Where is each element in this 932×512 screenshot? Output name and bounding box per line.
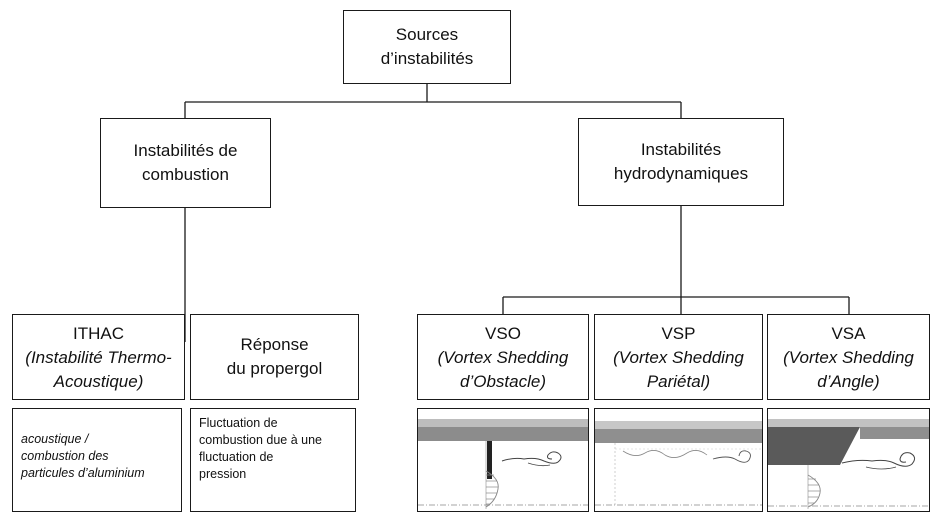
vso-subtitle-line1: (Vortex Shedding [437, 348, 569, 367]
ithac-title: ITHAC [73, 324, 124, 343]
combustion-node-box: Instabilités de combustion [100, 118, 271, 208]
reponse-node-box: Réponse du propergol [190, 314, 359, 400]
root-node-line2: d’instabilités [380, 49, 474, 68]
ithac-subtitle-line1: (Instabilité Thermo- [25, 348, 172, 367]
vso-node-box: VSO (Vortex Shedding d’Obstacle) [417, 314, 589, 400]
reponse-line1: Réponse [240, 335, 309, 354]
reponse-line2: du propergol [226, 359, 323, 378]
hydro-node-line2: hydrodynamiques [613, 164, 749, 183]
vsp-schematic-box [594, 408, 763, 512]
vortex-angle-icon [768, 419, 929, 509]
vso-schematic-box [417, 408, 589, 512]
ithac-description-line2: combustion des [21, 449, 109, 463]
vortex-parietal-icon [595, 421, 762, 506]
hydro-node-box: Instabilités hydrodynamiques [578, 118, 784, 206]
vso-subtitle-line2: d’Obstacle) [460, 372, 546, 391]
hydro-node-line1: Instabilités [640, 140, 722, 159]
reponse-description-line4: pression [199, 467, 247, 481]
vsa-subtitle-line1: (Vortex Shedding [783, 348, 914, 367]
vortex-obstacle-icon [418, 419, 588, 509]
combustion-node-line2: combustion [142, 165, 229, 184]
root-node-box: Sources d’instabilités [343, 10, 511, 84]
reponse-description-line3: fluctuation de [199, 450, 274, 464]
vsp-subtitle-line1: (Vortex Shedding [613, 348, 744, 367]
reponse-description-line2: combustion due à une [199, 433, 323, 447]
reponse-description-box: Fluctuation de combustion due à une fluc… [190, 408, 356, 512]
reponse-description-line1: Fluctuation de [199, 416, 278, 430]
ithac-node-box: ITHAC (Instabilité Thermo- Acoustique) [12, 314, 185, 400]
ithac-description-line1: acoustique / [21, 432, 89, 446]
vsa-title: VSA [831, 324, 866, 343]
root-node-line1: Sources [395, 25, 459, 44]
vsa-subtitle-line2: d’Angle) [817, 372, 880, 391]
vsp-node-box: VSP (Vortex Shedding Pariétal) [594, 314, 763, 400]
vsa-node-box: VSA (Vortex Shedding d’Angle) [767, 314, 930, 400]
vsp-subtitle-line2: Pariétal) [646, 372, 711, 391]
ithac-description-box: acoustique / combustion des particules d… [12, 408, 182, 512]
vsp-title: VSP [661, 324, 696, 343]
vsa-schematic-box [767, 408, 930, 512]
combustion-node-line1: Instabilités de [133, 141, 238, 160]
ithac-subtitle-line2: Acoustique) [53, 372, 144, 391]
vso-title: VSO [485, 324, 521, 343]
ithac-description-line3: particules d’aluminium [21, 466, 145, 480]
